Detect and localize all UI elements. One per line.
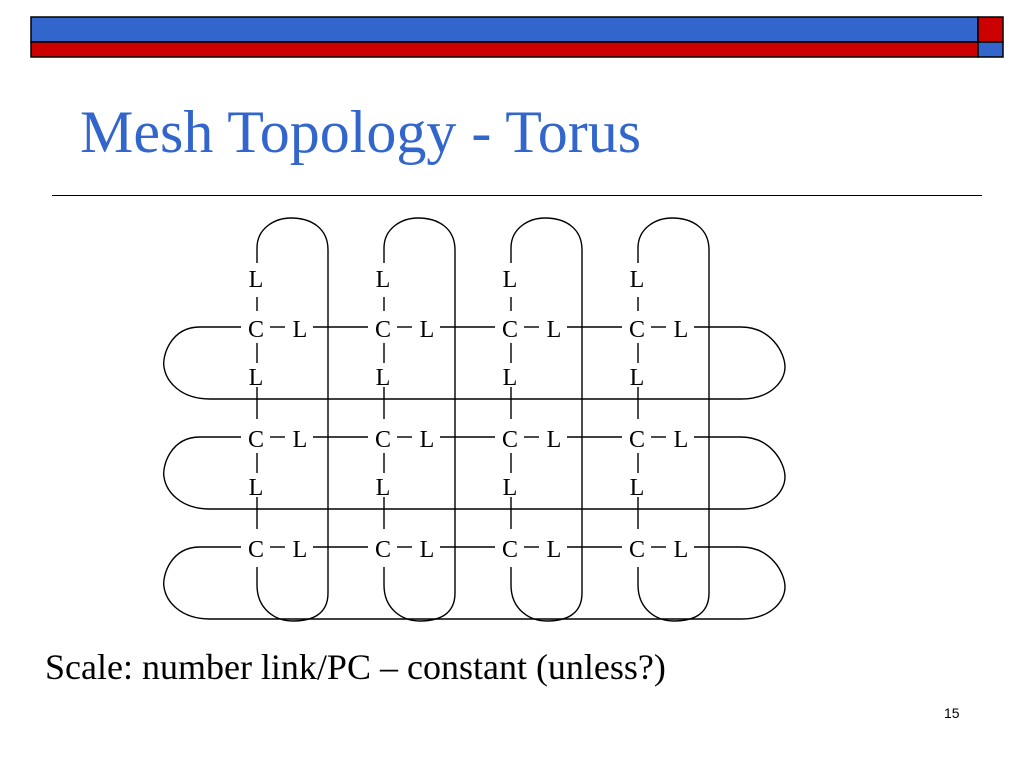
link-right-r3-c4: L xyxy=(674,537,689,563)
link-right-r1-c1: L xyxy=(293,317,308,343)
link-top-r1-c1: L xyxy=(249,267,264,293)
link-right-r1-c2: L xyxy=(420,317,435,343)
link-bottom-r2-c3: L xyxy=(503,475,518,501)
link-bottom-r1-c4: L xyxy=(630,365,645,391)
link-right-r3-c3: L xyxy=(547,537,562,563)
cpu-node-r3-c2: C xyxy=(375,537,391,563)
page-number: 15 xyxy=(944,705,960,721)
link-bottom-r2-c2: L xyxy=(376,475,391,501)
link-right-r3-c2: L xyxy=(420,537,435,563)
link-top-r1-c2: L xyxy=(376,267,391,293)
cpu-node-r2-c3: C xyxy=(502,427,518,453)
title-divider xyxy=(52,195,982,196)
link-right-r1-c4: L xyxy=(674,317,689,343)
cpu-node-r1-c4: C xyxy=(629,317,645,343)
link-top-r1-c3: L xyxy=(503,267,518,293)
col-wrap-link-2 xyxy=(383,217,456,622)
cpu-node-r2-c4: C xyxy=(629,427,645,453)
link-right-r2-c3: L xyxy=(547,427,562,453)
link-top-r1-c4: L xyxy=(630,267,645,293)
link-right-r3-c1: L xyxy=(293,537,308,563)
link-bottom-r2-c1: L xyxy=(249,475,264,501)
row-wrap-link-1 xyxy=(163,326,786,400)
cpu-node-r3-c4: C xyxy=(629,537,645,563)
cpu-node-r2-c1: C xyxy=(248,427,264,453)
torus-connections xyxy=(163,217,786,622)
link-bottom-r1-c1: L xyxy=(249,365,264,391)
cpu-node-r2-c2: C xyxy=(375,427,391,453)
link-right-r2-c4: L xyxy=(674,427,689,453)
row-wrap-link-3 xyxy=(163,546,786,620)
link-right-r2-c1: L xyxy=(293,427,308,453)
cpu-node-r3-c1: C xyxy=(248,537,264,563)
col-wrap-link-3 xyxy=(510,217,583,622)
link-bottom-r2-c4: L xyxy=(630,475,645,501)
slide-title: Mesh Topology - Torus xyxy=(80,99,642,165)
cpu-node-r1-c1: C xyxy=(248,317,264,343)
link-right-r2-c2: L xyxy=(420,427,435,453)
header-blue-square xyxy=(977,41,1004,58)
col-wrap-link-1 xyxy=(256,217,329,622)
link-right-r1-c3: L xyxy=(547,317,562,343)
header-blue-stripe xyxy=(30,16,979,43)
slide-caption: Scale: number link/PC – constant (unless… xyxy=(45,647,666,687)
cpu-node-r1-c3: C xyxy=(502,317,518,343)
cpu-node-r1-c2: C xyxy=(375,317,391,343)
header-red-square xyxy=(977,16,1004,43)
link-bottom-r1-c3: L xyxy=(503,365,518,391)
link-bottom-r1-c2: L xyxy=(376,365,391,391)
cpu-node-r3-c3: C xyxy=(502,537,518,563)
header-red-stripe xyxy=(30,41,979,58)
header-decoration-bar xyxy=(30,16,1004,58)
row-wrap-link-2 xyxy=(163,436,786,510)
col-wrap-link-4 xyxy=(637,217,710,622)
